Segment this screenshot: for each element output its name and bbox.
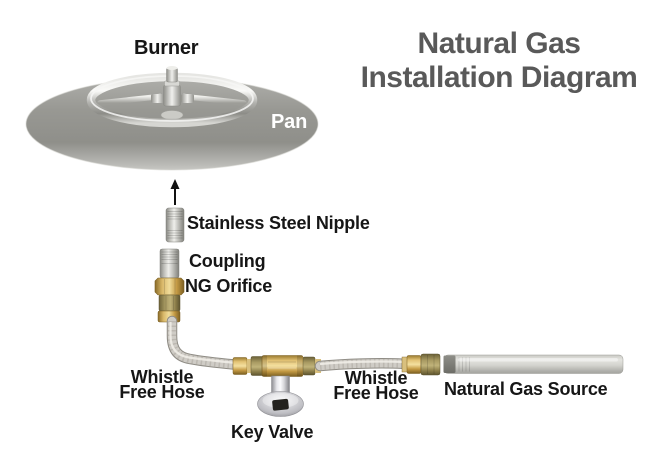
whistle-free-hose-left-line1: Whistle xyxy=(130,367,194,387)
ng-orifice-label: NG Orifice xyxy=(185,276,273,296)
burner-ring-graphic xyxy=(86,66,258,128)
pan-label: Pan xyxy=(271,111,308,133)
tee-fitting-graphic xyxy=(232,355,321,377)
whistle-free-hose-left-line2: Free Hose xyxy=(119,382,205,402)
coupling-label: Coupling xyxy=(189,251,266,271)
whistle-free-hose-left-label: Whistle Free Hose xyxy=(111,367,213,402)
pan-center-hole xyxy=(160,110,184,120)
diagram-title: Natural Gas Installation Diagram xyxy=(336,27,661,95)
gas-pipe-graphic xyxy=(443,354,624,374)
diagram-title-line2: Installation Diagram xyxy=(360,61,638,94)
whistle-free-hose-right-label: Whistle Free Hose xyxy=(320,368,432,403)
whistle-free-hose-right-graphic xyxy=(314,353,441,376)
whistle-free-hose-left-graphic xyxy=(166,315,240,370)
ng-orifice-graphic xyxy=(154,277,185,323)
burner-hub xyxy=(151,66,194,107)
whistle-free-hose-right-line1: Whistle xyxy=(344,368,408,388)
natural-gas-source-label: Natural Gas Source xyxy=(444,379,608,399)
key-valve-label: Key Valve xyxy=(231,422,314,442)
gas-pipe-end-cap xyxy=(443,355,456,373)
key-valve-graphic xyxy=(257,375,304,417)
stainless-steel-nipple-graphic xyxy=(165,207,185,243)
up-arrow-icon xyxy=(170,179,180,205)
whistle-free-hose-right-line2: Free Hose xyxy=(333,383,419,403)
burner-label: Burner xyxy=(134,37,199,59)
coupling-graphic xyxy=(159,248,180,279)
key-valve-socket xyxy=(272,398,289,411)
stainless-steel-nipple-label: Stainless Steel Nipple xyxy=(187,213,370,233)
diagram-title-line1: Natural Gas xyxy=(417,27,581,60)
burner-spoke-left xyxy=(97,93,163,106)
